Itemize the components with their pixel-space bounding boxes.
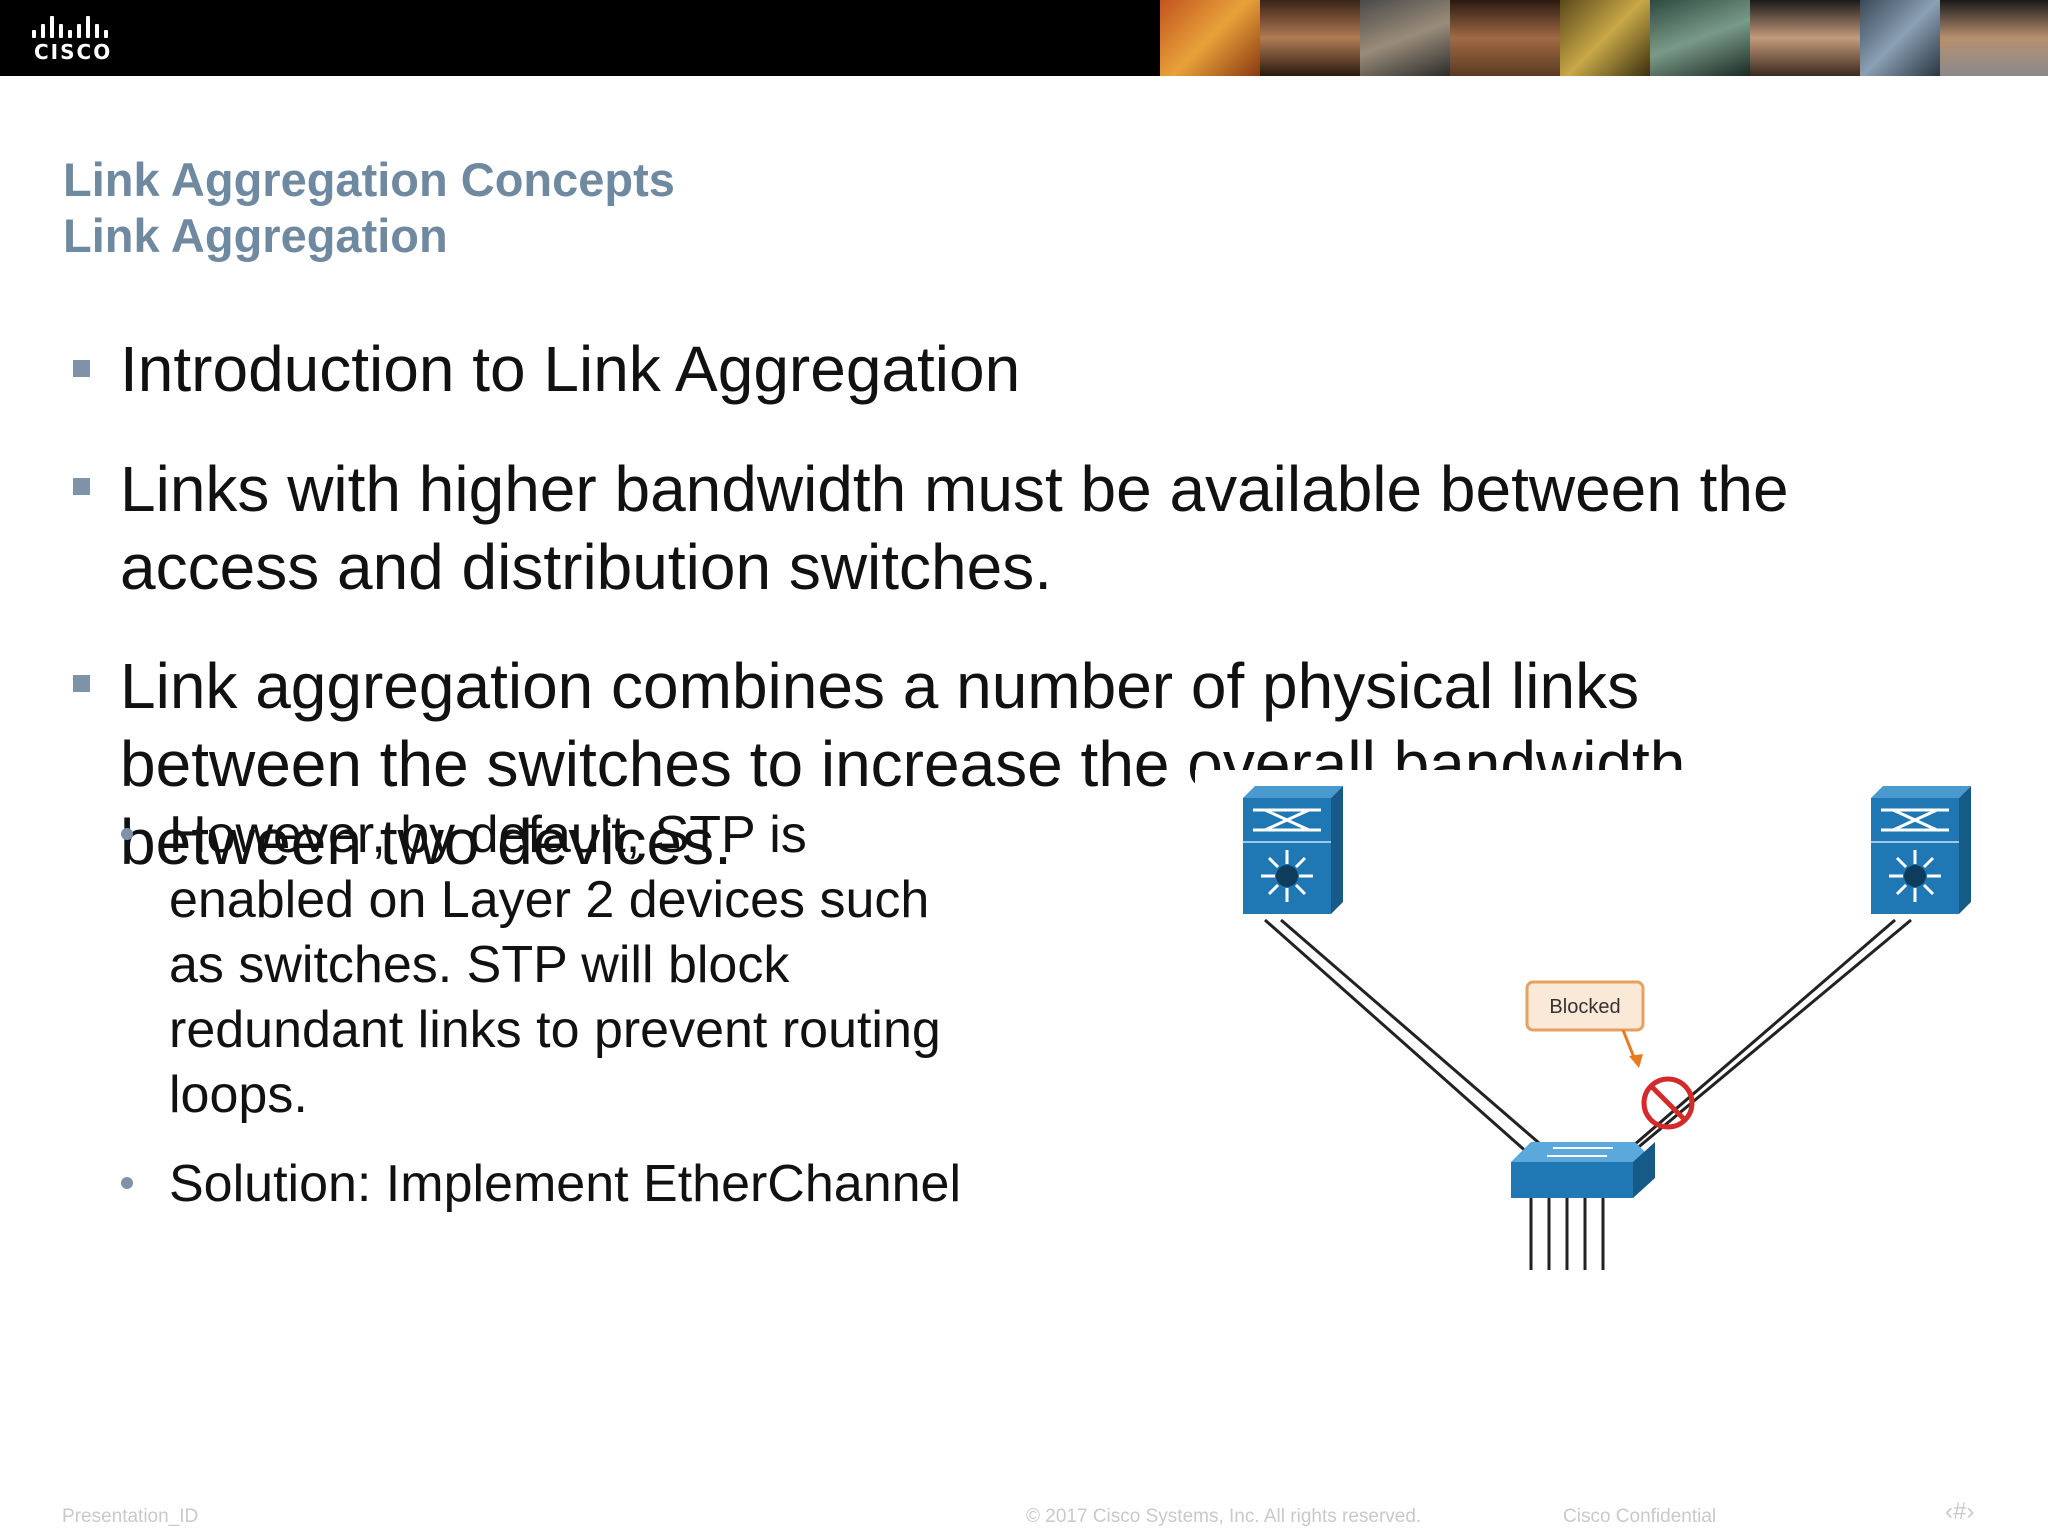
footer-presentation-id: Presentation_ID — [62, 1506, 199, 1527]
sub-bullet-1: However, by default, STP is enabled on L… — [169, 803, 941, 1128]
footer-confidential: Cisco Confidential — [1563, 1506, 1717, 1527]
access-port-links — [1529, 1198, 1605, 1270]
bullet-marker — [73, 478, 90, 495]
sub-bullet-1-line-4: redundant links to prevent routing — [169, 1001, 941, 1059]
bullet-marker — [73, 675, 90, 692]
right-multilayer-switch-icon — [1871, 786, 1971, 914]
footer-copyright: © 2017 Cisco Systems, Inc. All rights re… — [1026, 1506, 1422, 1527]
left-multilayer-switch-icon — [1243, 786, 1343, 914]
photo-tile — [1450, 0, 1560, 76]
photo-tile — [1160, 0, 1260, 76]
bullet-2: Links with higher bandwidth must be avai… — [120, 450, 1789, 606]
sub-bullet-1-line-2: enabled on Layer 2 devices such — [169, 871, 930, 929]
photo-tile — [1750, 0, 1860, 76]
photo-tile — [1860, 0, 1940, 76]
sub-bullet-1-line-1: However, by default, STP is — [169, 806, 807, 864]
bullet-3-line-3: between two devices. — [120, 806, 732, 878]
header-bar: CISCO — [0, 0, 2048, 76]
bullet-2-line-1: Links with higher bandwidth must be avai… — [120, 453, 1789, 525]
bullet-3-line-1: Link aggregation combines a number of ph… — [120, 650, 1640, 722]
logo-bars-icon — [32, 14, 112, 38]
left-uplinks — [1264, 918, 1562, 1172]
footer-page-number: ‹#› — [1945, 1498, 1975, 1525]
stp-blocked-diagram: Blocked — [1195, 770, 1995, 1280]
sub-bullet-marker — [121, 1177, 133, 1189]
logo-wordmark: CISCO — [34, 40, 113, 64]
photo-tile — [1940, 0, 2048, 76]
sub-bullet-1-line-5: loops. — [169, 1066, 308, 1124]
blocked-label: Blocked — [1549, 996, 1620, 1018]
right-uplinks — [1604, 918, 1912, 1172]
photo-tile — [1260, 0, 1360, 76]
bullet-2-line-2: access and distribution switches. — [120, 531, 1052, 603]
bullet-1: Introduction to Link Aggregation — [120, 333, 1021, 405]
cisco-logo: CISCO — [32, 14, 122, 64]
photo-tile — [1360, 0, 1450, 76]
slide-title: Link Aggregation Concepts Link Aggregati… — [63, 152, 675, 264]
header-photo-strip — [1160, 0, 2048, 76]
access-switch-icon — [1511, 1142, 1655, 1198]
sub-bullet-1-line-3: as switches. STP will block — [169, 936, 790, 994]
photo-tile — [1650, 0, 1750, 76]
sub-bullet-2: Solution: Implement EtherChannel — [169, 1155, 962, 1213]
sub-bullet-marker — [121, 828, 133, 840]
photo-tile — [1560, 0, 1650, 76]
title-line-2: Link Aggregation — [63, 209, 448, 262]
bullet-3: Link aggregation combines a number of ph… — [120, 647, 1685, 881]
bullet-marker — [73, 360, 90, 377]
blocked-callout: Blocked — [1525, 980, 1645, 1068]
title-line-1: Link Aggregation Concepts — [63, 153, 675, 206]
blocked-port-icon — [1641, 1076, 1695, 1130]
